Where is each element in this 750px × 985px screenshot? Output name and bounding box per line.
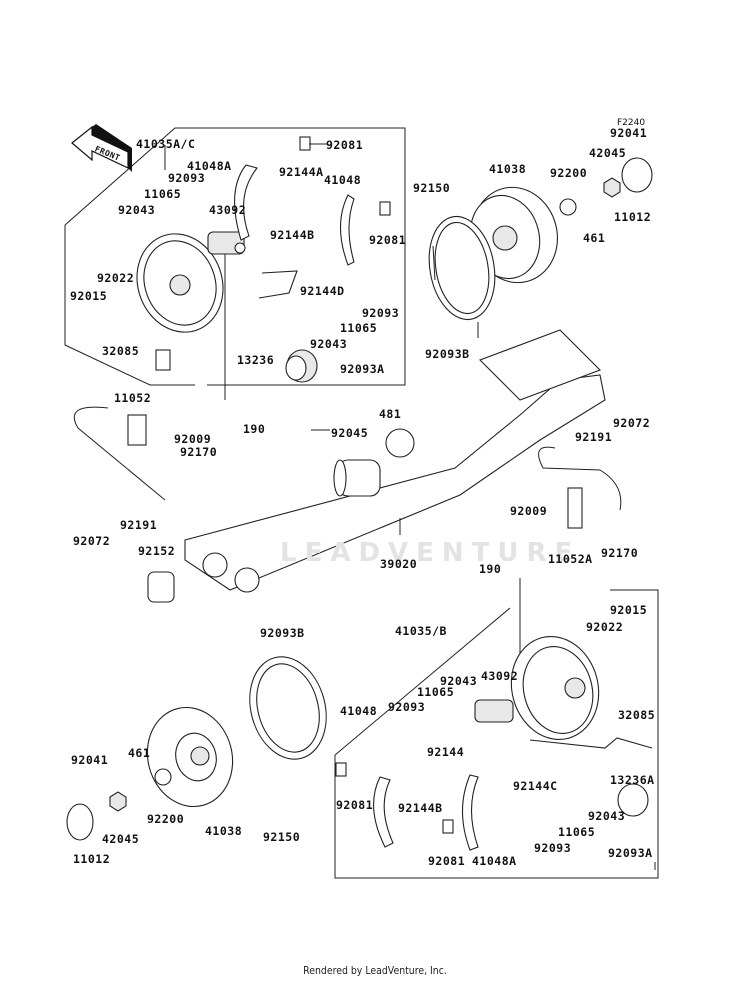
part-label[interactable]: 92093A <box>608 846 653 860</box>
part-label[interactable]: 92191 <box>575 430 613 444</box>
part-label[interactable]: 42045 <box>102 832 140 846</box>
part-label[interactable]: 92093B <box>260 626 305 640</box>
part-label[interactable]: 92009 <box>174 432 212 446</box>
part-label[interactable]: 42045 <box>589 146 627 160</box>
part-label[interactable]: 43092 <box>209 203 247 217</box>
part-label[interactable]: 92015 <box>610 603 648 617</box>
part-label[interactable]: 92072 <box>73 534 111 548</box>
part-label[interactable]: 92093B <box>425 347 470 361</box>
part-label[interactable]: 92150 <box>413 181 451 195</box>
part-label[interactable]: 92144C <box>513 779 558 793</box>
diagram-code: F2240 <box>617 118 646 128</box>
part-label[interactable]: 92093 <box>168 171 206 185</box>
brake-drum-bottom <box>146 706 234 808</box>
part-label[interactable]: 92093 <box>534 841 572 855</box>
part-label[interactable]: 11065 <box>144 187 182 201</box>
part-label[interactable]: 92144A <box>279 165 324 179</box>
part-label[interactable]: 92081 <box>336 798 374 812</box>
part-label[interactable]: 11065 <box>340 321 378 335</box>
part-label[interactable]: 41048 <box>340 704 378 718</box>
part-label[interactable]: 190 <box>243 422 266 436</box>
part-label[interactable]: 92152 <box>138 544 176 558</box>
part-label[interactable]: 32085 <box>618 708 656 722</box>
part-label[interactable]: 92081 <box>326 138 364 152</box>
group-frame-top-left <box>64 225 195 386</box>
part-label[interactable]: 461 <box>128 746 151 760</box>
part-label[interactable]: 92041 <box>610 126 648 140</box>
part-label[interactable]: 461 <box>583 231 606 245</box>
part-label[interactable]: 41048A <box>472 854 517 868</box>
part-label[interactable]: 11012 <box>73 852 111 866</box>
part-label[interactable]: 11052 <box>114 391 152 405</box>
watermark: LEADVENTURE <box>280 538 581 568</box>
part-label[interactable]: 41038 <box>205 824 243 838</box>
part-label[interactable]: 41035A/C <box>136 137 196 151</box>
part-label[interactable]: 41038 <box>489 162 527 176</box>
footer-credit: Rendered by LeadVenture, Inc. <box>303 964 447 977</box>
part-label[interactable]: 92093 <box>388 700 426 714</box>
part-label[interactable]: 41048A <box>187 159 232 173</box>
axle-housing <box>184 374 606 591</box>
group-frame-top <box>64 127 406 386</box>
part-label[interactable]: 92144 <box>427 745 465 759</box>
part-label[interactable]: 481 <box>379 407 402 421</box>
part-label[interactable]: 92015 <box>70 289 108 303</box>
group-frame-bottom <box>334 589 659 879</box>
part-label[interactable]: 92144B <box>270 228 315 242</box>
part-label[interactable]: 92043 <box>118 203 156 217</box>
part-label[interactable]: 32085 <box>102 344 140 358</box>
part-label[interactable]: 92022 <box>97 271 135 285</box>
part-label[interactable]: 92170 <box>601 546 639 560</box>
part-label[interactable]: 92041 <box>71 753 109 767</box>
part-label[interactable]: 92200 <box>147 812 185 826</box>
part-label[interactable]: 92043 <box>440 674 478 688</box>
part-label[interactable]: 92081 <box>428 854 466 868</box>
brake-shoe-top-a <box>234 164 258 241</box>
part-label[interactable]: 92043 <box>310 337 348 351</box>
part-label[interactable]: 92009 <box>510 504 548 518</box>
part-label[interactable]: 92191 <box>120 518 158 532</box>
part-label[interactable]: 92093A <box>340 362 385 376</box>
part-label[interactable]: 92022 <box>586 620 624 634</box>
part-label[interactable]: 92072 <box>613 416 651 430</box>
brake-shoe-top-b <box>340 194 355 266</box>
part-label[interactable]: 92170 <box>180 445 218 459</box>
front-arrow-icon <box>71 124 132 172</box>
brake-panel-top <box>136 233 224 333</box>
part-label[interactable]: 39020 <box>380 557 418 571</box>
part-label[interactable]: 13236A <box>610 773 655 787</box>
part-label[interactable]: 92093 <box>362 306 400 320</box>
part-label[interactable]: 41035/B <box>395 624 447 638</box>
part-label[interactable]: 92144D <box>300 284 345 298</box>
wheel-cylinder-top <box>207 231 246 255</box>
part-label[interactable]: 92081 <box>369 233 407 247</box>
part-label[interactable]: 11012 <box>614 210 652 224</box>
part-label[interactable]: 41048 <box>324 173 362 187</box>
part-label[interactable]: 92043 <box>588 809 626 823</box>
part-label[interactable]: 43092 <box>481 669 519 683</box>
part-label[interactable]: 92200 <box>550 166 588 180</box>
part-label[interactable]: 11065 <box>558 825 596 839</box>
leader-lines <box>164 143 656 870</box>
part-label[interactable]: 11065 <box>417 685 455 699</box>
brake-panel-bottom <box>510 636 600 740</box>
part-label[interactable]: 92144B <box>398 801 443 815</box>
part-label[interactable]: 92150 <box>263 830 301 844</box>
part-label[interactable]: 11052A <box>548 552 593 566</box>
part-label[interactable]: 190 <box>479 562 502 576</box>
part-label[interactable]: 92045 <box>331 426 369 440</box>
part-label[interactable]: 13236 <box>237 353 275 367</box>
